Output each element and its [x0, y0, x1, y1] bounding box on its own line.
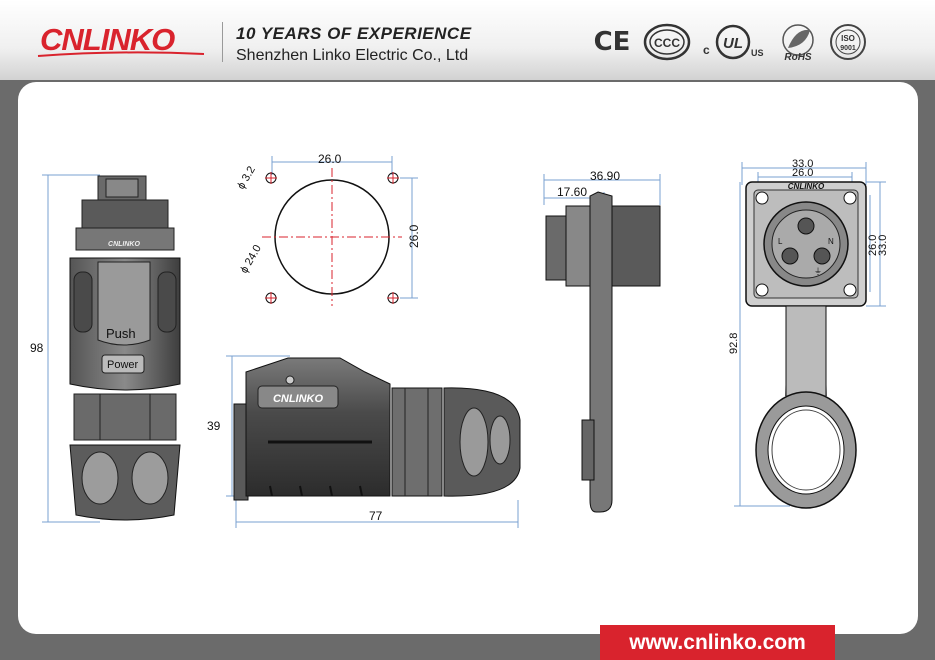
receptacle-front-view — [734, 162, 886, 509]
receptacle-side-view — [543, 174, 661, 513]
panel-cutout-view — [262, 156, 418, 306]
pin-label-ground: ⏚ — [814, 267, 822, 276]
svg-text:9001: 9001 — [840, 45, 856, 52]
plug-height-dim: 98 — [30, 341, 44, 355]
website-url[interactable]: www.cnlinko.com — [629, 630, 806, 654]
plug-logo: CNLINKO — [108, 241, 140, 248]
rohs-mark-label: RoHS — [784, 52, 812, 62]
cul-mark-icon: c UL US — [703, 24, 764, 60]
rohs-mark-icon: RoHS — [782, 24, 814, 62]
plug-side-logo: CNLINKO — [273, 393, 324, 405]
header-divider — [222, 22, 223, 62]
header-bar: CNLINKO 10 YEARS OF EXPERIENCE Shenzhen … — [0, 0, 935, 80]
ce-mark-icon: CE — [593, 27, 631, 57]
receptacle-depth-total-dim: 36.90 — [590, 169, 620, 183]
plug-side-view — [226, 355, 521, 528]
receptacle-outer-width-dim: 33.0 — [792, 158, 813, 170]
cutout-width-dim: 26.0 — [318, 152, 342, 166]
iso-mark-label: ISO — [841, 34, 855, 43]
company-name: Shenzhen Linko Electric Co., Ltd — [236, 47, 469, 64]
plug-side-length-dim: 77 — [369, 509, 383, 523]
plug-front-view — [42, 174, 181, 523]
receptacle-depth-front-dim: 17.60 — [557, 185, 587, 199]
website-banner[interactable]: www.cnlinko.com — [600, 625, 835, 660]
receptacle-outer-height-dim: 33.0 — [877, 235, 889, 256]
plug-power-label: Power — [107, 359, 139, 371]
pin-label-l: L — [778, 237, 783, 246]
iso-mark-icon: ISO 9001 — [830, 24, 866, 60]
svg-text:c: c — [703, 43, 710, 57]
logo-swoosh-icon — [37, 51, 205, 57]
pin-label-n: N — [828, 237, 834, 246]
plug-side-height-dim: 39 — [207, 419, 221, 433]
receptacle-logo: CNLINKO — [788, 182, 825, 191]
ccc-mark-icon: CCC — [643, 23, 691, 61]
header-tagline: 10 YEARS OF EXPERIENCE — [236, 24, 472, 43]
svg-text:US: US — [751, 48, 764, 58]
receptacle-inner-width-dim: 26.0 — [792, 167, 813, 179]
ccc-mark-label: CCC — [654, 36, 680, 50]
receptacle-inner-height-dim: 26.0 — [867, 235, 879, 256]
cutout-height-dim: 26.0 — [407, 224, 421, 248]
circle-diameter-dim: ϕ 24.0 — [238, 243, 264, 276]
cul-mark-label: UL — [723, 35, 743, 52]
receptacle-length-dim: 92.8 — [728, 333, 740, 354]
brand-logo: CNLINKO — [40, 22, 175, 57]
plug-push-label: Push — [106, 326, 136, 341]
hole-diameter-dim: ϕ 3.2 — [235, 164, 258, 191]
